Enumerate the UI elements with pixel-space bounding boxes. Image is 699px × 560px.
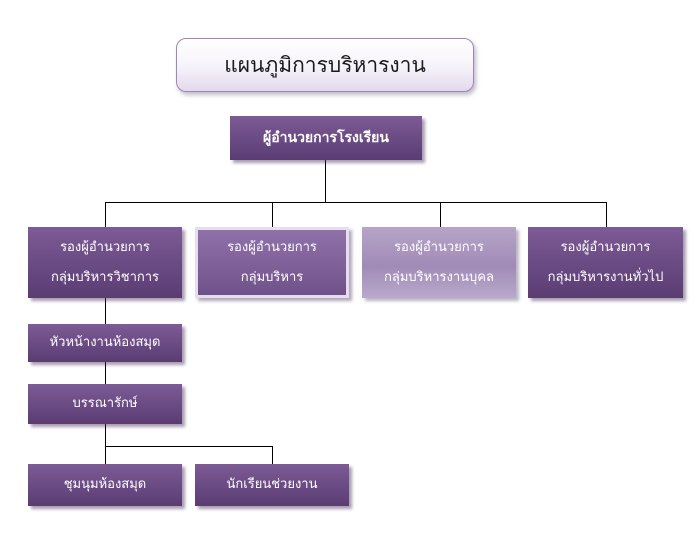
librarian-box: บรรณารักษ์ xyxy=(28,384,182,424)
deputy-academic-box: รองผู้อำนวยการ กลุ่มบริหารวิชาการ xyxy=(28,227,182,298)
connector-horizontal-deputies xyxy=(105,202,606,203)
deputy-general-line1: รองผู้อำนวยการ xyxy=(560,239,651,255)
deputy-academic-line1: รองผู้อำนวยการ xyxy=(60,239,150,255)
deputy-administration-line1: รองผู้อำนวยการ xyxy=(227,239,317,255)
library-club-box: ชุมนุมห้องสมุด xyxy=(28,464,182,506)
deputy-administration-line2: กลุ่มบริหาร xyxy=(240,269,304,285)
librarian-label: บรรณารักษ์ xyxy=(72,396,138,411)
deputy-personnel-box: รองผู้อำนวยการ กลุ่มบริหารงานบุคล xyxy=(362,227,516,298)
connector-library-to-librarian xyxy=(105,362,106,384)
connector-staff-2 xyxy=(272,446,273,464)
student-helper-box: นักเรียนช่วยงาน xyxy=(195,464,349,506)
deputy-academic-line2: กลุ่มบริหารวิชาการ xyxy=(50,269,160,285)
connector-deputy-3 xyxy=(440,202,441,227)
director-label: ผู้อำนวยการโรงเรียน xyxy=(263,130,389,146)
connector-deputy-1 xyxy=(105,202,106,227)
connector-deputy-2 xyxy=(272,202,273,227)
library-club-label: ชุมนุมห้องสมุด xyxy=(63,477,147,492)
library-head-label: หัวหน้างานห้องสมุด xyxy=(49,335,161,350)
deputy-general-box: รองผู้อำนวยการ กลุ่มบริหารงานทั่วไป xyxy=(528,227,683,298)
deputy-personnel-line1: รองผู้อำนวยการ xyxy=(394,239,484,255)
library-head-box: หัวหน้างานห้องสมุด xyxy=(28,324,182,362)
deputy-administration-box: รองผู้อำนวยการ กลุ่มบริหาร xyxy=(195,227,349,298)
connector-horizontal-staff xyxy=(105,446,272,447)
student-helper-label: นักเรียนช่วยงาน xyxy=(226,477,318,492)
connector-director-down xyxy=(325,160,326,202)
connector-librarian-down xyxy=(105,424,106,446)
deputy-personnel-line2: กลุ่มบริหารงานบุคล xyxy=(384,269,494,285)
director-box: ผู้อำนวยการโรงเรียน xyxy=(230,116,422,160)
connector-deputy-4 xyxy=(606,202,607,227)
chart-title: แผนภูมิการบริหารงาน xyxy=(176,38,474,92)
connector-academic-to-library xyxy=(105,298,106,324)
connector-staff-1 xyxy=(105,446,106,464)
deputy-general-line2: กลุ่มบริหารงานทั่วไป xyxy=(547,269,664,285)
